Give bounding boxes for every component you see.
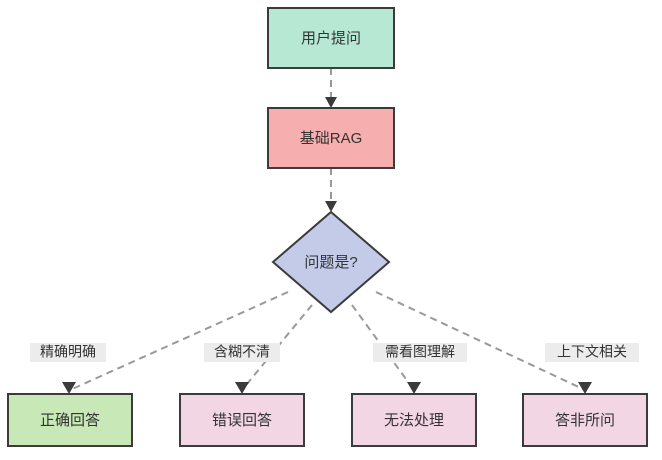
edge-question-type-to-wrong-answer <box>241 304 313 391</box>
edge-question-type-to-irrelevant-answer <box>375 291 586 391</box>
edge-label-needs-image: 需看图理解 <box>385 344 455 360</box>
edge-label-bg-needs-image <box>373 343 467 362</box>
node-wrong-answer[interactable]: 错误回答 <box>179 393 305 447</box>
node-user-question-shape[interactable] <box>267 7 395 69</box>
node-user-question-label: 用户提问 <box>301 30 361 47</box>
node-irrelevant-answer-label: 答非所问 <box>555 412 615 429</box>
edge-question-type-to-correct-answer <box>69 291 289 391</box>
node-user-question[interactable]: 用户提问 <box>267 7 395 69</box>
node-question-type[interactable]: 问题是? <box>271 210 391 314</box>
node-correct-answer[interactable]: 正确回答 <box>7 393 133 447</box>
node-basic-rag-label: 基础RAG <box>300 130 363 147</box>
edge-label-vague: 含糊不清 <box>214 344 270 360</box>
node-correct-answer-label: 正确回答 <box>40 412 100 429</box>
edge-label-bg-context <box>545 343 639 362</box>
node-irrelevant-answer-shape[interactable] <box>522 393 648 447</box>
arrow-head-cannot-process <box>407 382 421 394</box>
arrow-head-wrong-answer <box>235 382 249 394</box>
edge-label-context: 上下文相关 <box>557 344 627 360</box>
node-question-type-label: 问题是? <box>304 254 357 271</box>
arrow-head-question-type <box>325 201 337 212</box>
node-correct-answer-shape[interactable] <box>7 393 133 447</box>
node-irrelevant-answer[interactable]: 答非所问 <box>522 393 648 447</box>
node-basic-rag[interactable]: 基础RAG <box>267 107 395 169</box>
node-wrong-answer-label: 错误回答 <box>212 412 272 429</box>
edge-label-bg-vague <box>204 343 280 362</box>
node-basic-rag-shape[interactable] <box>267 107 395 169</box>
edge-label-precise: 精确明确 <box>40 344 96 360</box>
arrow-head-irrelevant-answer <box>578 382 592 394</box>
node-cannot-process-shape[interactable] <box>351 393 477 447</box>
edge-labels-layer: 精确明确 含糊不清 需看图理解 上下文相关 <box>30 343 639 362</box>
node-wrong-answer-shape[interactable] <box>179 393 305 447</box>
edge-label-bg-precise <box>30 343 106 362</box>
arrow-head-correct-answer <box>62 382 76 394</box>
node-cannot-process-label: 无法处理 <box>384 412 444 429</box>
node-question-type-shape[interactable] <box>271 210 391 314</box>
arrow-head-basic-rag <box>325 97 337 108</box>
node-cannot-process[interactable]: 无法处理 <box>351 393 477 447</box>
